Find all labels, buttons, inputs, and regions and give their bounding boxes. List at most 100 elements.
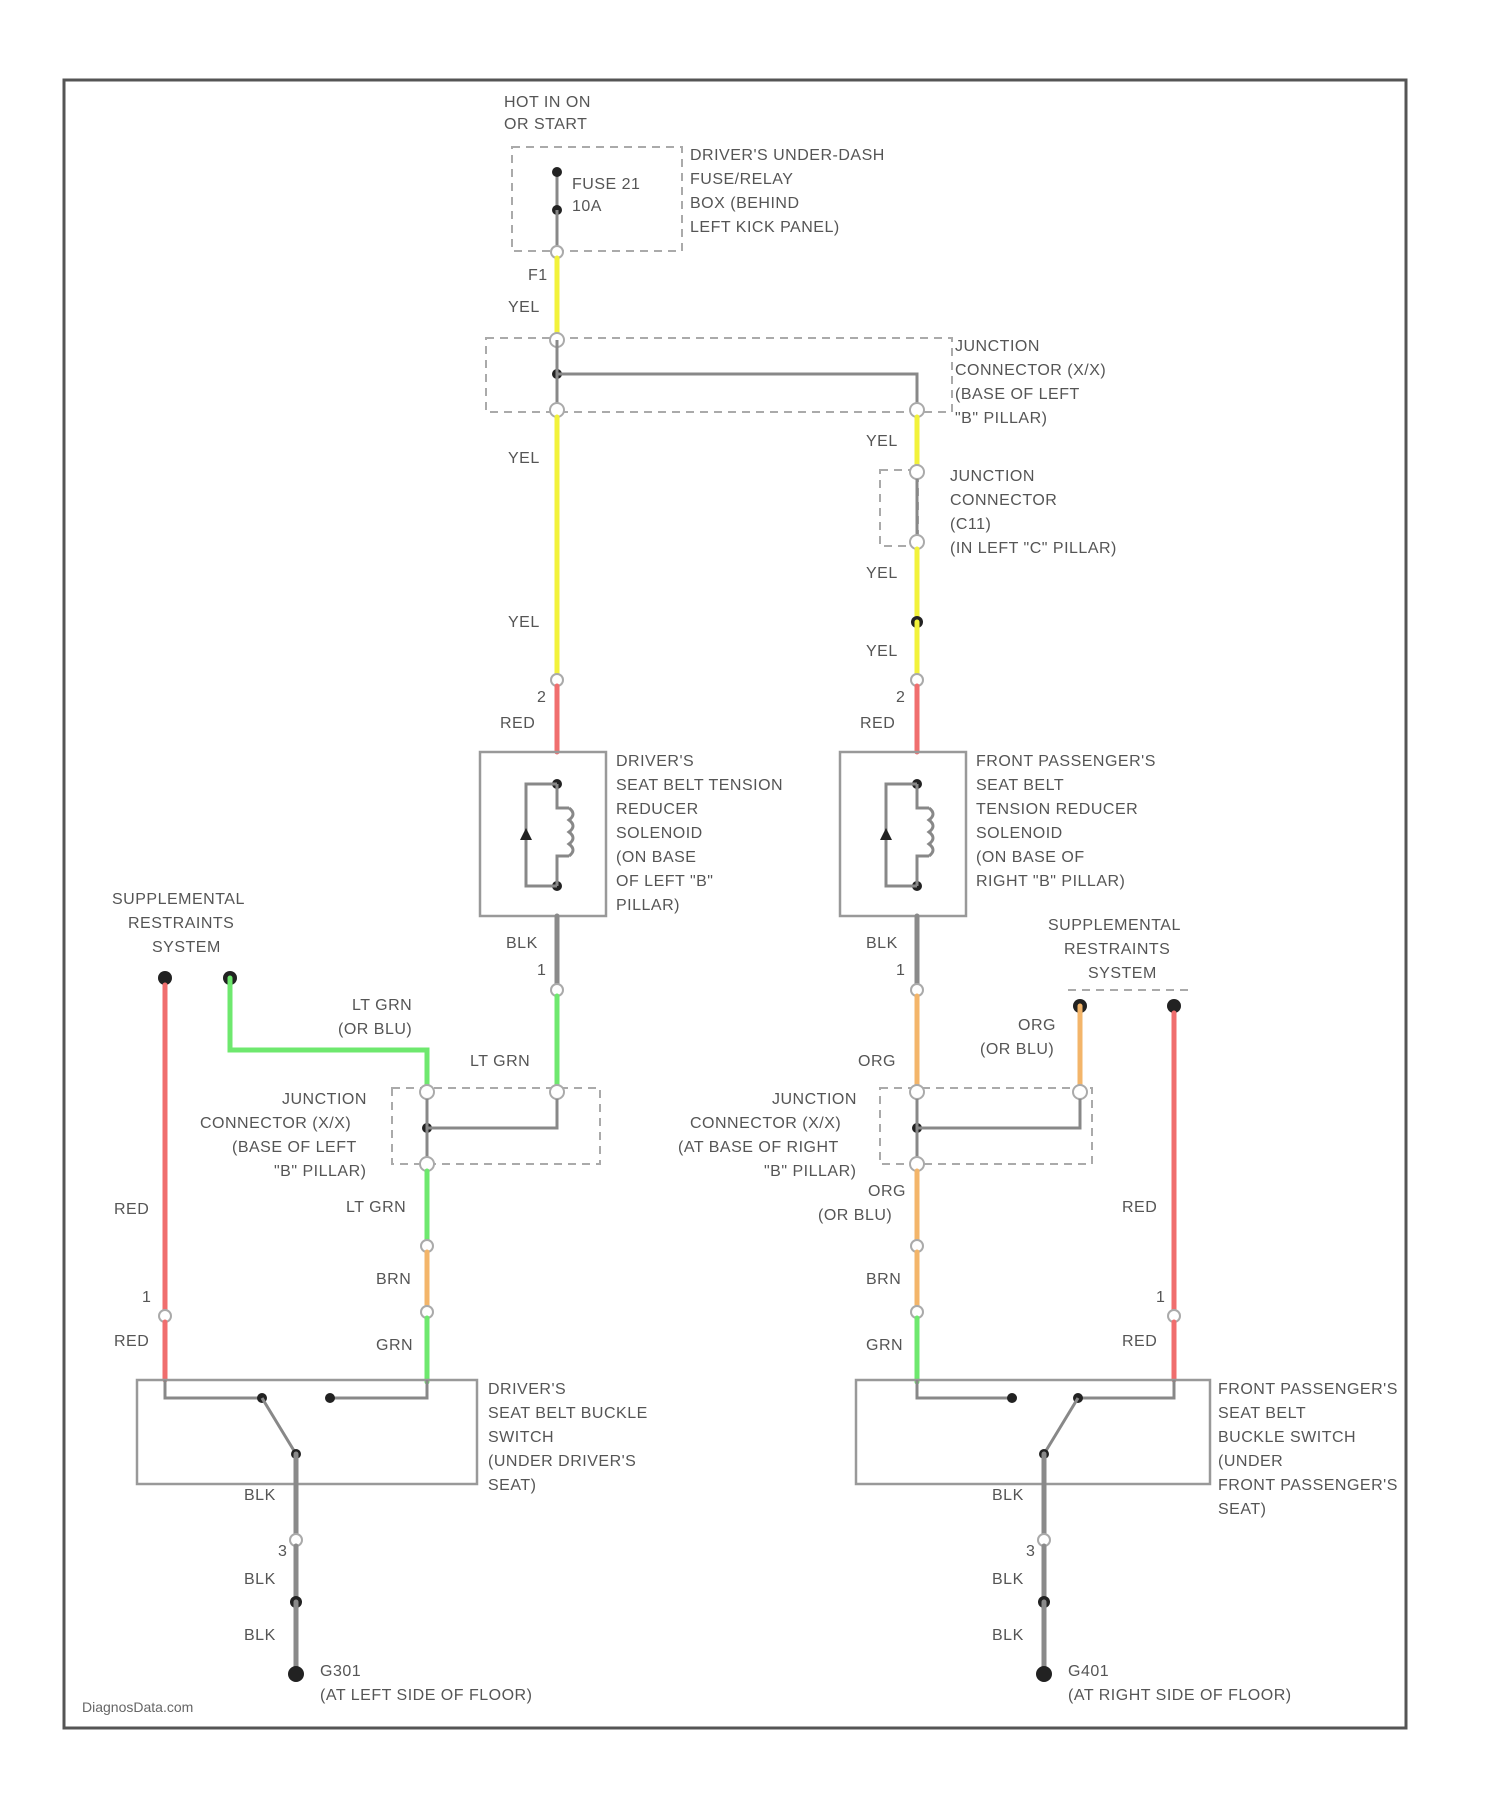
fuse-box-line-1: DRIVER'S UNDER-DASH — [690, 147, 885, 164]
passenger-solenoid-line-4: SOLENOID — [976, 825, 1063, 842]
driver-switch-line-3: SWITCH — [488, 1429, 554, 1446]
wire-label-org-srs-right-2: (OR BLU) — [980, 1041, 1054, 1058]
junction-right-line-4: "B" PILLAR) — [764, 1163, 856, 1180]
wire-label-org-to-switch-2: (OR BLU) — [818, 1207, 892, 1224]
driver-switch-lead-right — [330, 1380, 427, 1398]
driver-switch-line-1: DRIVER'S — [488, 1381, 566, 1398]
passenger-switch-line-3: BUCKLE SWITCH — [1218, 1429, 1356, 1446]
junction-left-bus-horiz — [427, 1099, 557, 1128]
fuse-rating: 10A — [572, 198, 602, 215]
wire-label-blk-driver-ground-1: BLK — [244, 1487, 276, 1504]
driver-switch-line-4: (UNDER DRIVER'S — [488, 1453, 636, 1470]
passenger-solenoid-line-2: SEAT BELT — [976, 777, 1064, 794]
wire-label-brn-driver: BRN — [376, 1271, 411, 1288]
junction-right-line-1: JUNCTION — [772, 1091, 857, 1108]
wire-label-red-passenger-switch: RED — [1122, 1333, 1157, 1350]
passenger-switch-line-6: SEAT) — [1218, 1501, 1266, 1518]
passenger-solenoid-diode-icon — [880, 828, 892, 840]
wire-label-yel-right-2: YEL — [866, 565, 898, 582]
srs-left-line-1: SUPPLEMENTAL — [112, 891, 245, 908]
passenger-switch-pin-1-label: 1 — [1156, 1289, 1165, 1306]
junction-c11-pin-in — [910, 465, 924, 479]
driver-solenoid-coil-icon — [569, 808, 573, 856]
passenger-solenoid-coil-icon — [929, 808, 933, 856]
junction-top-line-2: CONNECTOR (X/X) — [955, 362, 1106, 379]
junction-top-line-3: (BASE OF LEFT — [955, 386, 1080, 403]
fuse-box-line-2: FUSE/RELAY — [690, 171, 793, 188]
ground-left-location: (AT LEFT SIDE OF FLOOR) — [320, 1687, 532, 1704]
wire-label-org-srs-right-1: ORG — [1018, 1017, 1056, 1034]
srs-left-line-2: RESTRAINTS — [128, 915, 234, 932]
driver-switch-line-2: SEAT BELT BUCKLE — [488, 1405, 648, 1422]
passenger-solenoid-pin-1-label: 1 — [896, 962, 905, 979]
wire-label-blk-passenger-solenoid: BLK — [866, 935, 898, 952]
driver-ground-icon — [288, 1666, 304, 1682]
passenger-solenoid-line-1: FRONT PASSENGER'S — [976, 753, 1156, 770]
wire-label-yel-left-1: YEL — [508, 450, 540, 467]
driver-solenoid-line-1: DRIVER'S — [616, 753, 694, 770]
passenger-solenoid-box — [840, 752, 966, 916]
wire-label-org-to-switch-1: ORG — [868, 1183, 906, 1200]
passenger-buckle-switch-box — [856, 1380, 1210, 1484]
passenger-switch-line-2: SEAT BELT — [1218, 1405, 1306, 1422]
wire-label-ltgrn-driver-solenoid: LT GRN — [470, 1053, 530, 1070]
wire-label-red-srs-right: RED — [1122, 1199, 1157, 1216]
junction-right-line-3: (AT BASE OF RIGHT — [678, 1139, 839, 1156]
srs-left-line-3: SYSTEM — [152, 939, 221, 956]
srs-right-line-3: SYSTEM — [1088, 965, 1157, 982]
fuse-label: FUSE 21 — [572, 176, 640, 193]
driver-solenoid-diode-loop — [526, 784, 557, 886]
srs-right-line-2: RESTRAINTS — [1064, 941, 1170, 958]
driver-solenoid-line-3: REDUCER — [616, 801, 699, 818]
junction-right-pin-b — [1073, 1085, 1087, 1099]
passenger-switch-blade — [1044, 1398, 1078, 1454]
junction-c11-line-4: (IN LEFT "C" PILLAR) — [950, 540, 1117, 557]
wire-label-yel-right-1: YEL — [866, 433, 898, 450]
wire-label-red-driver-switch: RED — [114, 1333, 149, 1350]
junction-left-line-2: CONNECTOR (X/X) — [200, 1115, 351, 1132]
driver-solenoid-line-5: (ON BASE — [616, 849, 696, 866]
wire-label-brn-passenger: BRN — [866, 1271, 901, 1288]
wire-label-blk-driver-solenoid: BLK — [506, 935, 538, 952]
driver-switch-lead-left — [165, 1380, 262, 1398]
passenger-ground-pin-3-label: 3 — [1026, 1543, 1035, 1560]
driver-solenoid-box — [480, 752, 606, 916]
wire-label-red-driver-solenoid: RED — [500, 715, 535, 732]
wire-label-grn-driver-switch: GRN — [376, 1337, 413, 1354]
junction-c11-line-1: JUNCTION — [950, 468, 1035, 485]
passenger-ground-icon — [1036, 1666, 1052, 1682]
driver-switch-contact-b — [325, 1393, 335, 1403]
wire-label-yel-left-2: YEL — [508, 614, 540, 631]
passenger-switch-line-5: FRONT PASSENGER'S — [1218, 1477, 1398, 1494]
wire-label-ltgrn-to-switch: LT GRN — [346, 1199, 406, 1216]
junction-left-line-4: "B" PILLAR) — [274, 1163, 366, 1180]
wire-label-org-passenger-solenoid: ORG — [858, 1053, 896, 1070]
passenger-solenoid-line-5: (ON BASE OF — [976, 849, 1085, 866]
wire-label-yel-feed: YEL — [508, 299, 540, 316]
passenger-switch-lead-left — [917, 1380, 1012, 1398]
passenger-switch-lead-right — [1078, 1380, 1174, 1398]
junction-left-pin-a — [420, 1085, 434, 1099]
wire-label-blk-driver-ground-3: BLK — [244, 1627, 276, 1644]
driver-solenoid-diode-icon — [520, 828, 532, 840]
wire-label-blk-driver-ground-2: BLK — [244, 1571, 276, 1588]
wire-label-red-srs-left: RED — [114, 1201, 149, 1218]
ground-right-id: G401 — [1068, 1663, 1109, 1680]
fuse-box-line-3: BOX (BEHIND — [690, 195, 800, 212]
wire-label-blk-passenger-ground-3: BLK — [992, 1627, 1024, 1644]
wire-label-yel-right-3: YEL — [866, 643, 898, 660]
driver-solenoid-line-6: OF LEFT "B" — [616, 873, 713, 890]
junction-c11-outline — [880, 470, 918, 546]
driver-switch-pin-1-label: 1 — [142, 1289, 151, 1306]
fuse-box-line-4: LEFT KICK PANEL) — [690, 219, 840, 236]
driver-solenoid-pin-2-label: 2 — [537, 689, 546, 706]
passenger-solenoid-pin-2-label: 2 — [896, 689, 905, 706]
wire-label-blk-passenger-ground-2: BLK — [992, 1571, 1024, 1588]
junction-right-bus-horiz — [917, 1099, 1080, 1128]
wire-label-ltgrn-srs-left-1: LT GRN — [352, 997, 412, 1014]
power-source-line-1: HOT IN ON — [504, 94, 591, 111]
driver-ground-pin-3-label: 3 — [278, 1543, 287, 1560]
driver-solenoid-pin-1-label: 1 — [537, 962, 546, 979]
wire-label-grn-passenger-switch: GRN — [866, 1337, 903, 1354]
